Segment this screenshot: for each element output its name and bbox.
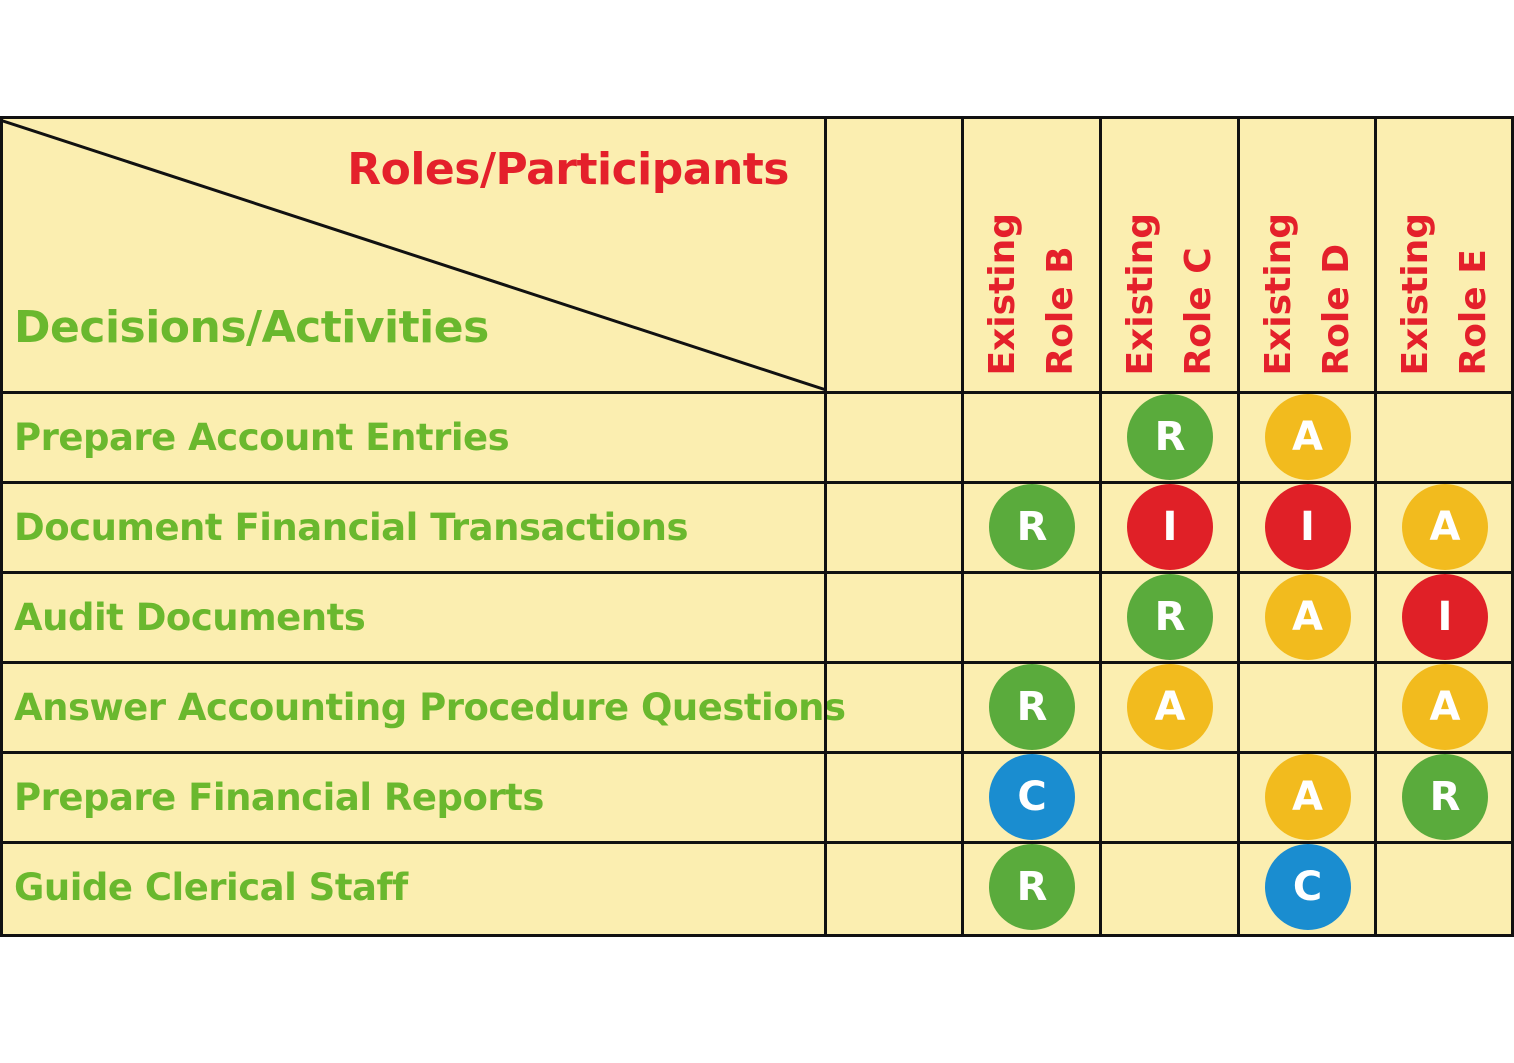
role-header-line1: Existing — [1257, 213, 1299, 376]
role-header-line2: Role E — [1453, 249, 1494, 376]
activity-label: Prepare Financial Reports — [14, 775, 544, 819]
header-diagonal-line — [0, 118, 826, 392]
grid-horizontal-line — [0, 661, 1514, 664]
role-header-line2: Role B — [1040, 246, 1081, 376]
raci-badge-a: A — [1264, 754, 1351, 840]
raci-badge-r: R — [1127, 574, 1213, 660]
grid-vertical-line — [0, 116, 3, 937]
raci-badge-a: A — [1264, 574, 1351, 660]
role-header-label: Existing Role B — [974, 213, 1090, 392]
raci-badge-r: R — [989, 484, 1075, 570]
grid-vertical-line — [1099, 116, 1102, 937]
role-header-label: Existing Role D — [1250, 213, 1366, 392]
grid-horizontal-line — [0, 934, 1514, 937]
activity-label: Document Financial Transactions — [14, 505, 689, 549]
decisions-activities-title: Decisions/Activities — [14, 302, 489, 353]
raci-badge-r: R — [989, 664, 1075, 750]
activity-label: Audit Documents — [14, 595, 366, 639]
grid-horizontal-line — [0, 116, 1514, 119]
role-header-label: Existing Role E — [1387, 213, 1503, 392]
roles-participants-title: Roles/Participants — [347, 144, 789, 195]
grid-vertical-line — [824, 116, 827, 937]
grid-horizontal-line — [0, 391, 1514, 394]
raci-badge-a: A — [1402, 664, 1488, 750]
role-header-2: Existing Role C — [1101, 116, 1239, 392]
grid-horizontal-line — [0, 751, 1514, 754]
role-header-line1: Existing — [1395, 213, 1436, 376]
raci-matrix: Roles/Participants Decisions/Activities … — [0, 116, 1514, 937]
role-header-3: Existing Role D — [1239, 116, 1376, 392]
grid-horizontal-line — [0, 841, 1514, 844]
grid-horizontal-line — [0, 571, 1514, 574]
grid-vertical-line — [1237, 116, 1240, 937]
role-header-4: Existing Role E — [1376, 116, 1514, 392]
raci-badge-a: A — [1127, 664, 1213, 750]
raci-badge-a: A — [1264, 394, 1351, 480]
raci-badge-c: C — [1264, 844, 1351, 930]
raci-badge-i: I — [1127, 484, 1213, 570]
role-header-label: Existing Role C — [1112, 213, 1228, 392]
raci-badge-c: C — [989, 754, 1075, 840]
activity-label: Guide Clerical Staff — [14, 865, 408, 909]
raci-badge-r: R — [1127, 394, 1213, 480]
grid-vertical-line — [1511, 116, 1514, 937]
role-header-line2: Role C — [1178, 247, 1219, 376]
grid-vertical-line — [961, 116, 964, 937]
raci-badge-a: A — [1402, 484, 1488, 570]
activity-label: Answer Accounting Procedure Questions — [14, 685, 846, 729]
raci-badge-r: R — [1402, 754, 1488, 840]
role-header-line1: Existing — [982, 213, 1023, 376]
grid-horizontal-line — [0, 481, 1514, 484]
role-header-1: Existing Role B — [963, 116, 1101, 392]
role-header-line1: Existing — [1120, 213, 1161, 376]
activity-label: Prepare Account Entries — [14, 415, 510, 459]
grid-vertical-line — [1374, 116, 1377, 937]
raci-badge-i: I — [1264, 484, 1351, 570]
raci-badge-i: I — [1402, 574, 1488, 660]
raci-badge-r: R — [989, 844, 1075, 930]
role-header-line2: Role D — [1315, 244, 1357, 376]
